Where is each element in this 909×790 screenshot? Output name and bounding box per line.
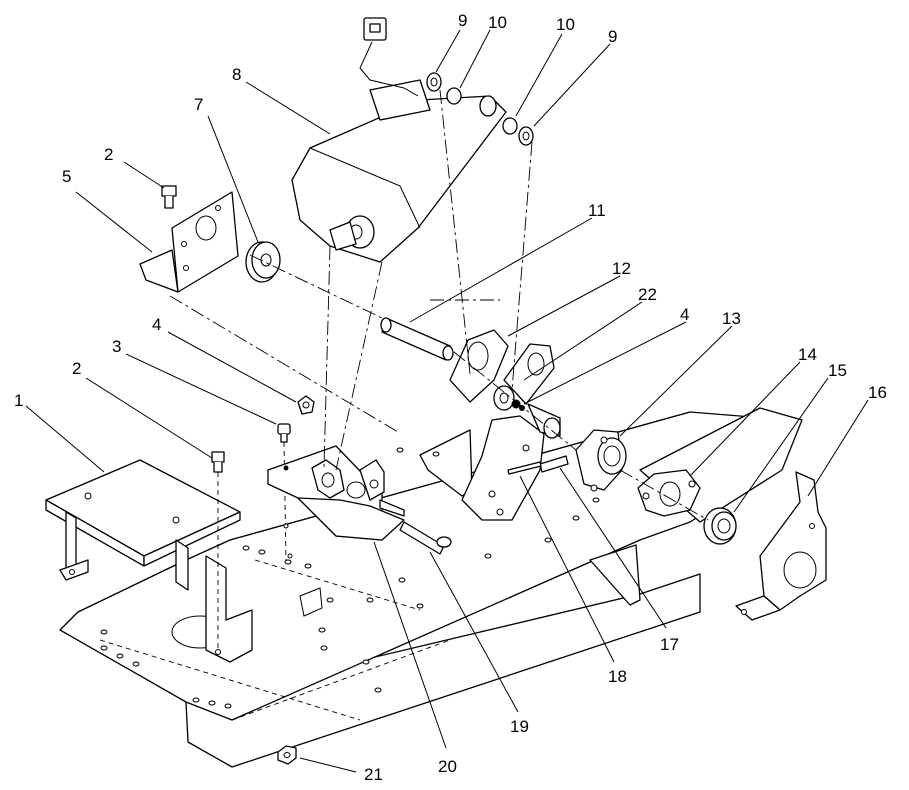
callout-17: 17: [660, 635, 679, 654]
part-12-linkage-plate: [449, 329, 555, 411]
part-16-side-bracket: [735, 471, 827, 621]
part-18-pin: [507, 461, 542, 475]
part-13-flange-bearing: [575, 429, 627, 492]
callout-20: 20: [438, 757, 457, 776]
callout-labels: 1 2 2 3 4 4 5 7 8 9 9 10 10 11 12 22 13 …: [14, 11, 887, 784]
callout-9-left: 9: [458, 11, 467, 30]
callout-1: 1: [14, 391, 23, 410]
callout-3: 3: [112, 337, 121, 356]
callout-10-left: 10: [488, 13, 507, 32]
callout-19: 19: [510, 717, 529, 736]
part-11-shaft: [380, 317, 454, 361]
callout-5: 5: [62, 167, 71, 186]
part-5-mount-bracket: [139, 191, 239, 293]
part-1-mounting-plate: [45, 459, 253, 663]
callout-7: 7: [194, 95, 203, 114]
part-20-lever-bracket: [267, 445, 405, 559]
callout-18: 18: [608, 667, 627, 686]
callout-8: 8: [232, 65, 241, 84]
part-21-nut: [277, 745, 297, 765]
part-2-bolt-lower: [211, 451, 225, 650]
part-8-actuator: [291, 17, 507, 263]
part-2-bolt-upper: [161, 185, 177, 209]
callout-15: 15: [828, 361, 847, 380]
callout-10-right: 10: [556, 15, 575, 34]
leader-lines: [25, 29, 869, 773]
part-17-roll-pin: [539, 455, 569, 473]
part-3-pin: [277, 423, 291, 561]
part-19-pin: [399, 521, 452, 555]
pivot-arm: [461, 403, 561, 521]
callout-16: 16: [868, 383, 887, 402]
assembly-lines: [169, 89, 709, 521]
callout-22: 22: [638, 285, 657, 304]
part-9-10-spacers: [426, 72, 534, 146]
callout-14: 14: [798, 345, 817, 364]
callout-9-right: 9: [608, 27, 617, 46]
callout-2-lower: 2: [72, 359, 81, 378]
callout-12: 12: [612, 259, 631, 278]
part-4-clip-left: [297, 395, 315, 415]
callout-13: 13: [722, 309, 741, 328]
part-14-flange-plate: [637, 469, 701, 517]
callout-21: 21: [364, 765, 383, 784]
callout-11: 11: [588, 201, 606, 220]
part-15-bearing: [703, 507, 737, 545]
callout-4-right: 4: [680, 305, 689, 324]
plate-slot-holes: [100, 447, 600, 709]
frame-assembly: [59, 407, 803, 768]
callout-2-upper: 2: [104, 145, 113, 164]
part-7-bushing: [245, 241, 281, 283]
callout-4-left: 4: [152, 315, 161, 334]
